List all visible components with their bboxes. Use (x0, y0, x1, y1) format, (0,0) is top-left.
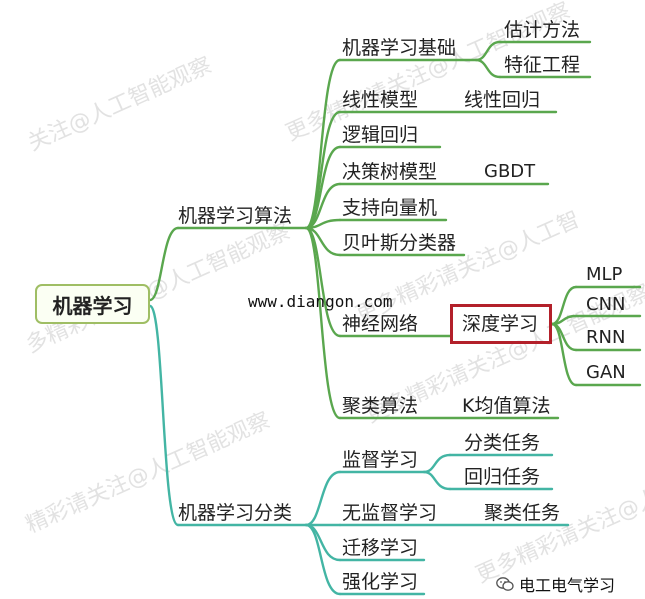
node-bayes: 贝叶斯分类器 (342, 232, 457, 254)
leaf-feature: 特征工程 (504, 54, 581, 76)
edge-root-algorithms (148, 226, 180, 302)
node-nn: 神经网络 (342, 313, 419, 335)
node-supervised: 监督学习 (342, 449, 419, 471)
edge-supervised-regress (422, 470, 452, 491)
node-reinforcement: 强化学习 (342, 571, 419, 593)
leaf-classification: 分类任务 (464, 432, 541, 454)
leaf-gbdt: GBDT (484, 161, 536, 182)
edge-cat-supervised (304, 470, 342, 527)
root-label: 机器学习 (52, 293, 133, 318)
edge-basics-estimate (474, 40, 502, 62)
edge-deep-cnn (550, 314, 578, 326)
leaf-clustering: 聚类任务 (484, 502, 561, 524)
edge-cat-transfer (304, 523, 342, 562)
leaf-gan: GAN (586, 362, 626, 383)
node-basics: 机器学习基础 (342, 37, 457, 59)
node-svm: 支持向量机 (342, 197, 438, 219)
node-transfer: 迁移学习 (342, 537, 419, 559)
root-node: 机器学习 (35, 284, 150, 324)
wechat-icon (496, 577, 514, 591)
leaf-deep-learning: 深度学习 (462, 313, 539, 335)
brand-footer: 电工电气学习 (496, 572, 615, 596)
node-categories: 机器学习分类 (178, 502, 293, 524)
leaf-linear-regression: 线性回归 (464, 89, 541, 111)
node-logistic: 逻辑回归 (342, 124, 419, 146)
brand-name: 电工电气学习 (519, 576, 616, 595)
leaf-mlp: MLP (586, 264, 623, 285)
node-linear-model: 线性模型 (342, 89, 419, 111)
node-cluster: 聚类算法 (342, 395, 419, 417)
node-tree: 决策树模型 (342, 161, 438, 183)
edge-basics-feature (474, 58, 502, 79)
highlight-box (450, 304, 552, 344)
edge-supervised-classify (422, 453, 452, 474)
leaf-cnn: CNN (586, 294, 626, 315)
leaf-estimate: 估计方法 (504, 19, 581, 41)
leaf-kmeans: K均值算法 (462, 395, 551, 417)
node-unsupervised: 无监督学习 (342, 502, 438, 524)
site-watermark: www.diangon.com (248, 292, 393, 311)
leaf-rnn: RNN (586, 327, 626, 348)
edge-deep-gan (550, 322, 578, 387)
edge-root-categories (148, 304, 180, 527)
leaf-regression: 回归任务 (464, 466, 541, 488)
edge-algo-cluster (304, 226, 342, 420)
node-algorithms: 机器学习算法 (178, 205, 293, 227)
edge-cat-reinforcement (304, 523, 342, 596)
